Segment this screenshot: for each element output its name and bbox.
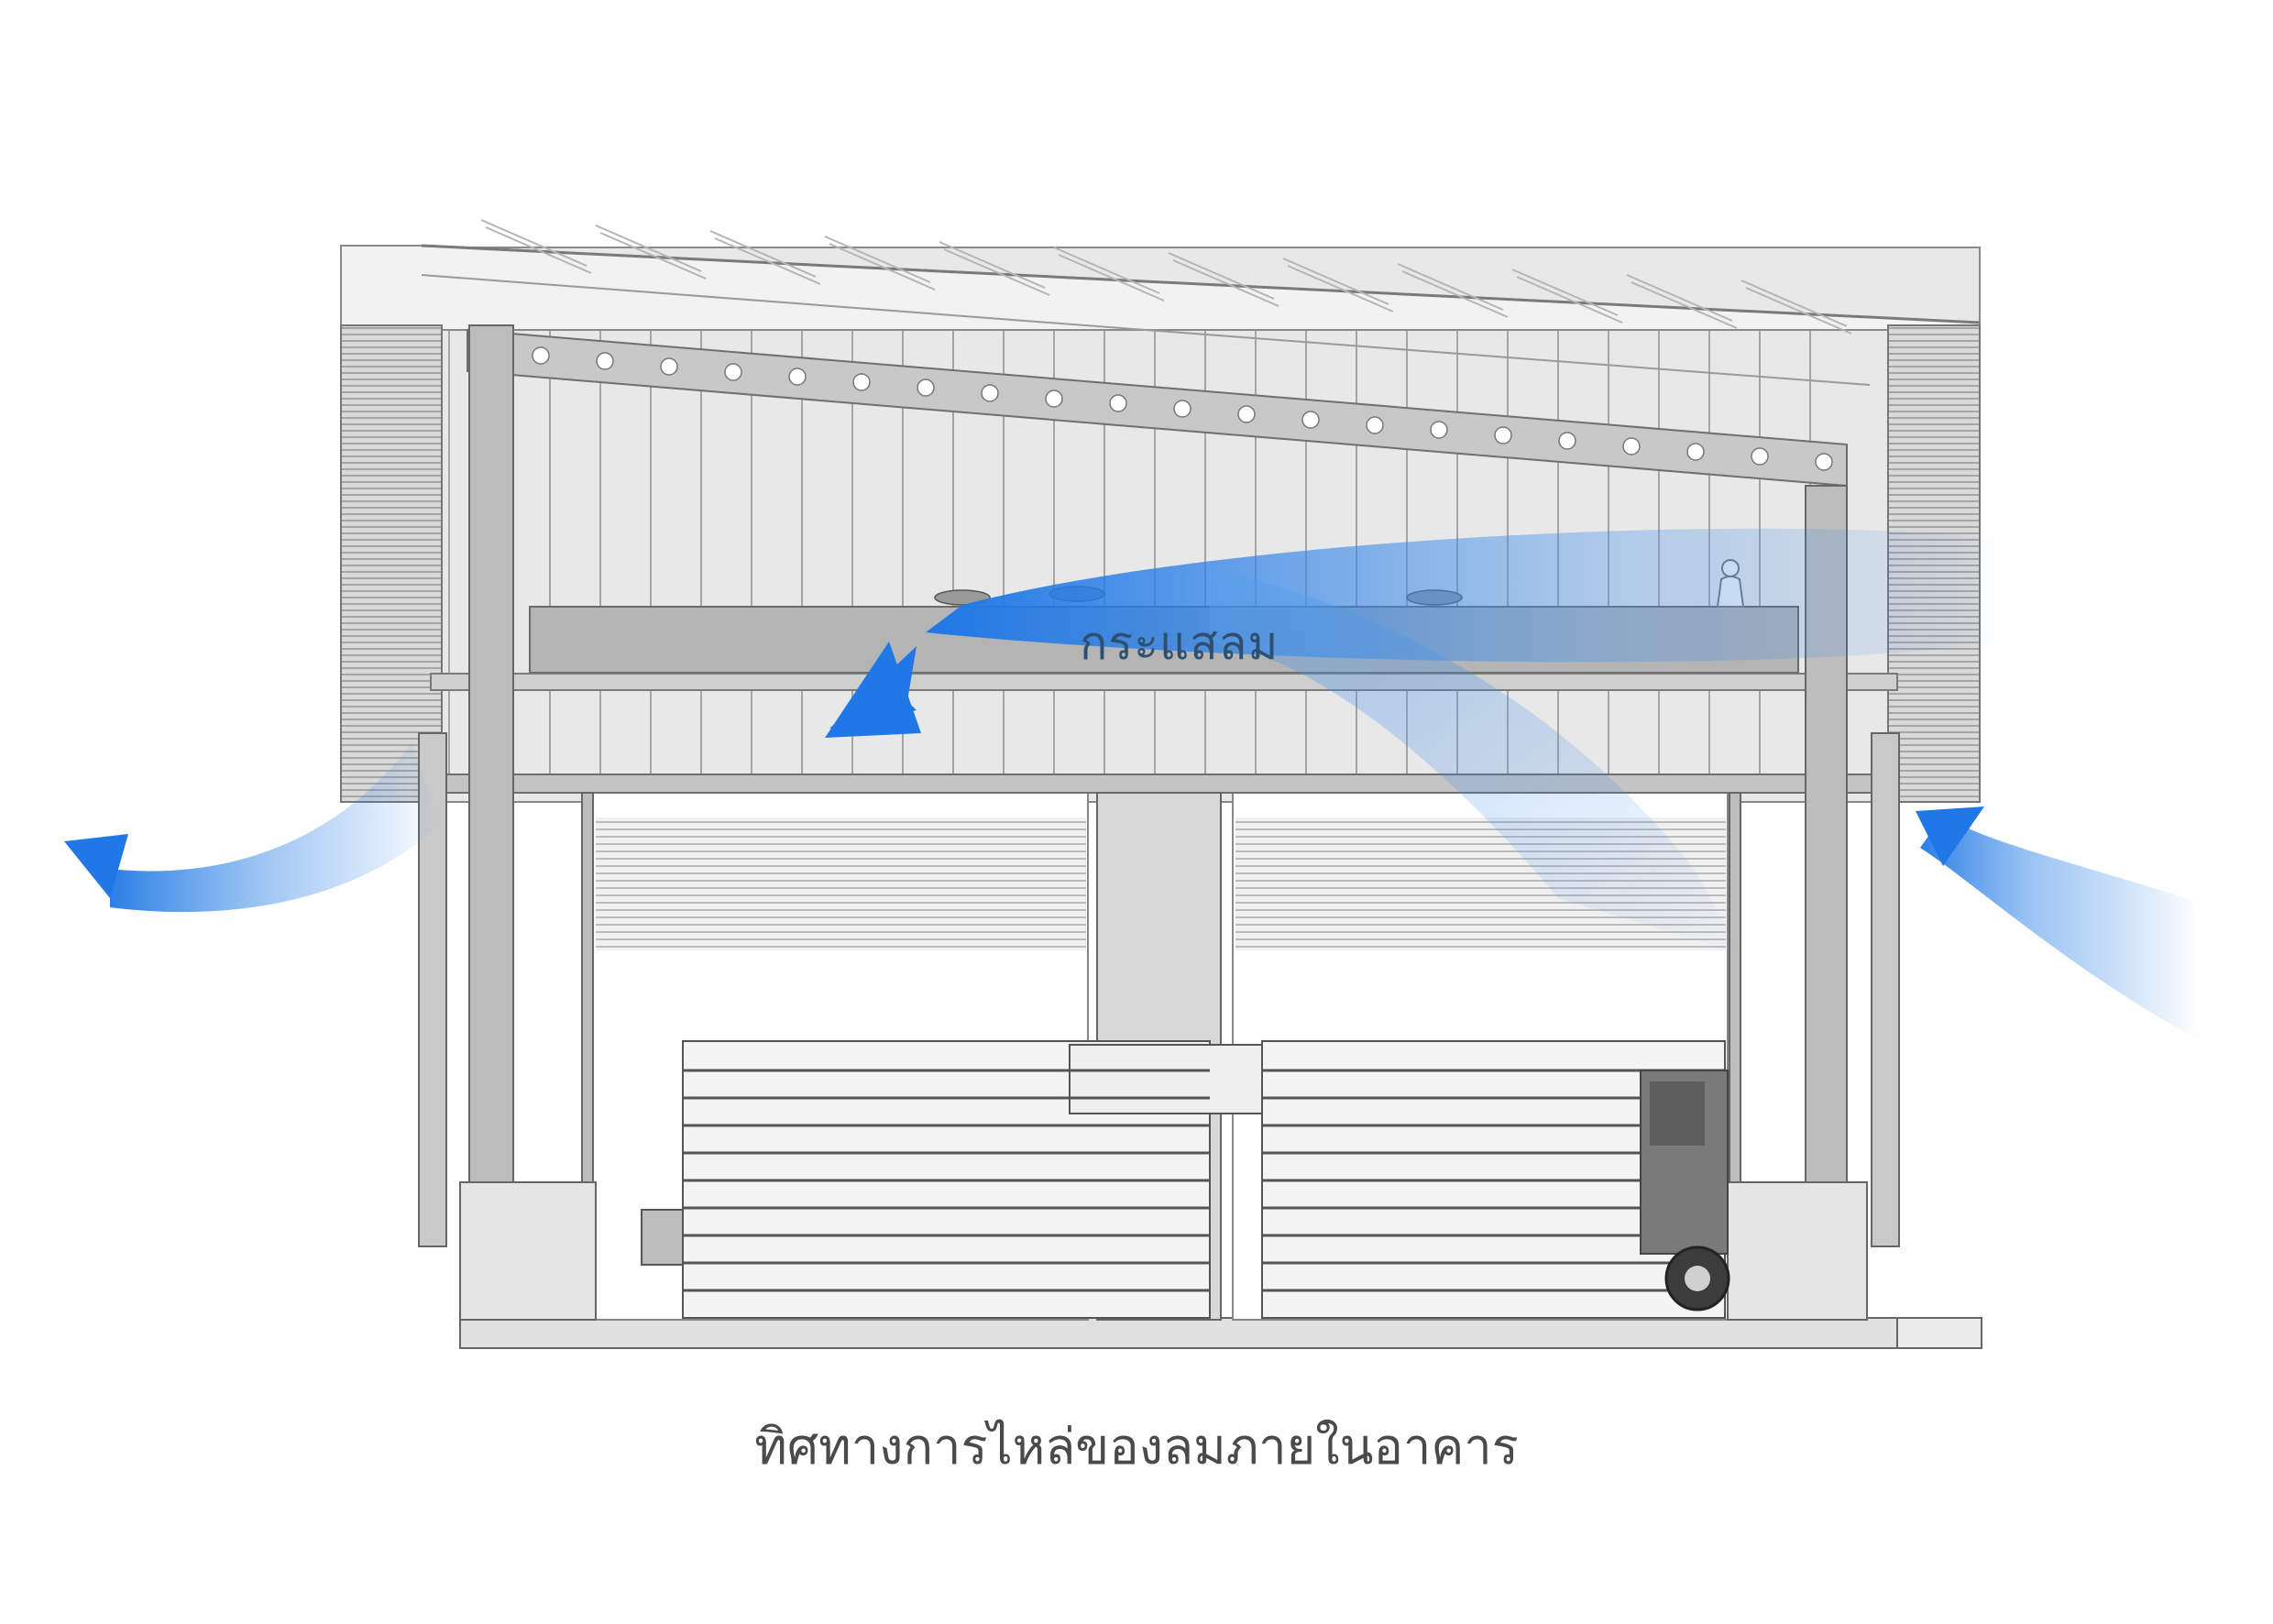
left-outflow-arrowhead: [64, 834, 128, 898]
left-roller-shutter: [596, 817, 1086, 950]
airflow-arrows: [64, 528, 2200, 1040]
right-inflow-arrow: [1920, 816, 2200, 1040]
right-step: [1896, 1317, 1982, 1349]
main-airflow-arrow: [926, 528, 2007, 663]
downdraft-airflow: [1210, 568, 1741, 953]
roof-truss: [467, 328, 1848, 488]
solar-panels: [480, 219, 1852, 335]
airflow-label: กระแสลม: [1080, 617, 1279, 670]
column-bases: [459, 1181, 1868, 1321]
diagram-caption: ทิศทางการไหล่ของลมภายในอาคาร: [754, 1418, 1519, 1476]
roof: [340, 219, 1981, 386]
left-louver-screen: [340, 324, 443, 803]
left-outflow-arrow: [110, 742, 440, 913]
truck: [641, 1040, 1730, 1319]
right-inflow-arrowhead: [1916, 807, 1984, 866]
floor-slab: [459, 1317, 1981, 1349]
